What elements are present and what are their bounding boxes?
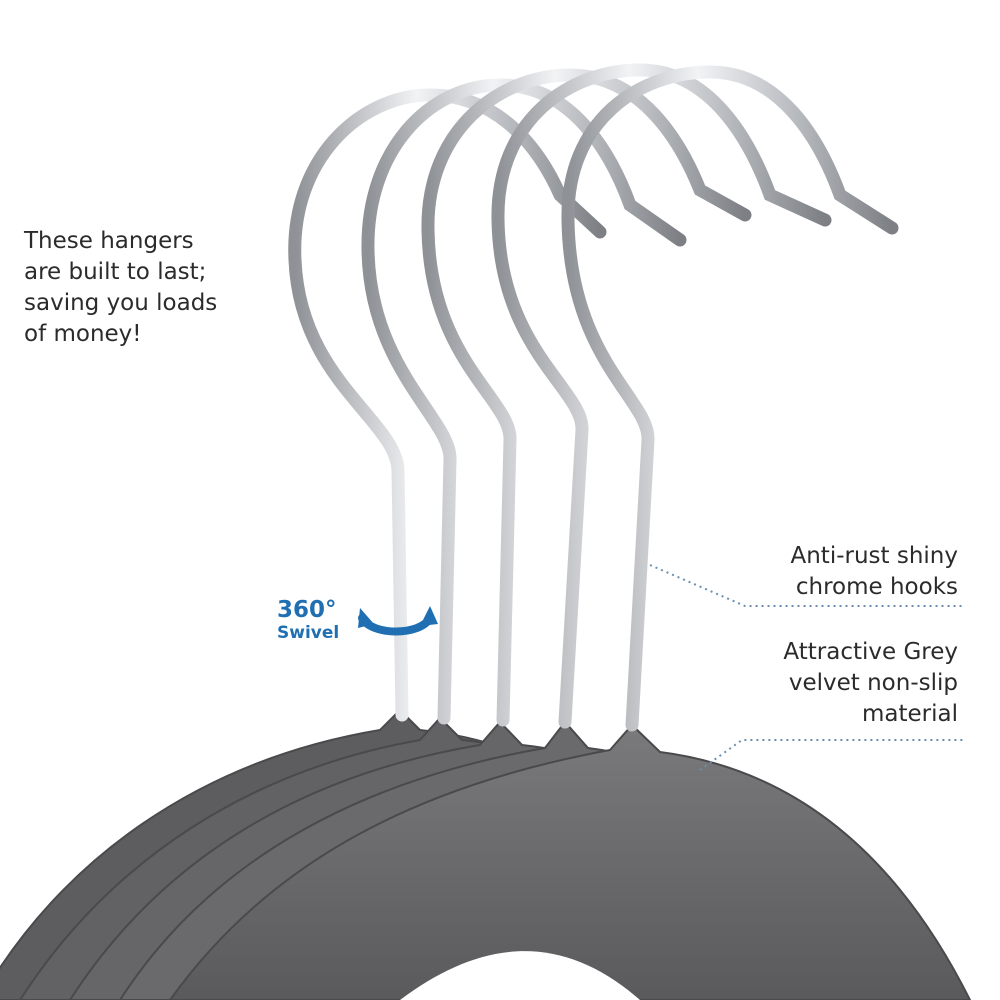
chrome-hooks bbox=[288, 63, 899, 732]
chrome-hooks-callout: Anti-rust shiny chrome hooks bbox=[698, 541, 958, 603]
callout-line: are built to last; bbox=[24, 259, 207, 285]
callout-leaders bbox=[649, 564, 965, 771]
swivel-degrees: 360° bbox=[277, 597, 337, 623]
callout-line: These hangers bbox=[24, 228, 194, 254]
callout-line: Anti-rust shiny bbox=[790, 543, 958, 569]
velvet-material-callout: Attractive Grey velvet non-slip material bbox=[698, 637, 958, 730]
hanger-bodies bbox=[0, 708, 972, 1000]
callout-line: material bbox=[862, 701, 958, 727]
swivel-text: Swivel bbox=[277, 623, 340, 643]
callout-line: Attractive Grey bbox=[783, 639, 958, 665]
rotate-arrow-icon bbox=[358, 606, 438, 636]
durability-callout: These hangers are built to last; saving … bbox=[24, 226, 284, 350]
callout-line: saving you loads bbox=[24, 290, 218, 316]
callout-line: of money! bbox=[24, 321, 142, 347]
swivel-label: 360° Swivel bbox=[277, 598, 339, 644]
callout-line: velvet non-slip bbox=[788, 670, 958, 696]
callout-line: chrome hooks bbox=[795, 574, 958, 600]
